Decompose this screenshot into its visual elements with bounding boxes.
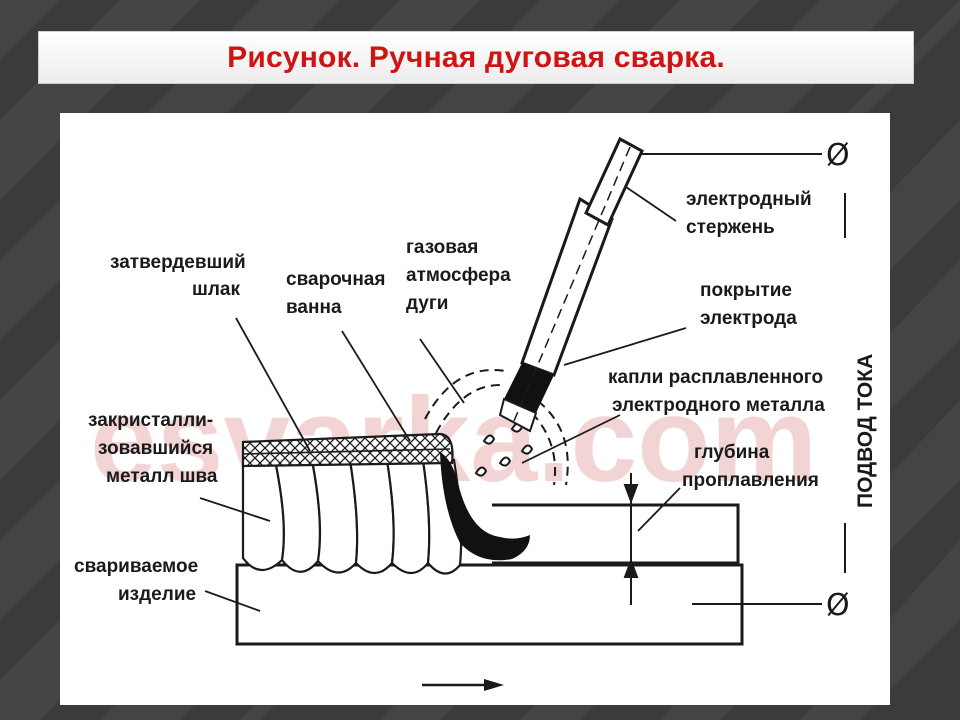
label-workpiece: свариваемое изделие (74, 556, 198, 605)
svg-text:покрытие: покрытие (700, 280, 792, 301)
welding-diagram: esvarka.com (74, 136, 877, 691)
svg-text:затвердевший: затвердевший (110, 252, 246, 273)
page-title: Рисунок. Ручная дуговая сварка. (227, 40, 725, 74)
svg-text:атмосфера: атмосфера (406, 265, 511, 286)
label-electrode-rod: электродный стержень (686, 189, 812, 238)
penetration-depth-arrow (623, 473, 639, 605)
label-penetration-depth: глубина проплавления (682, 442, 819, 491)
svg-text:электродного металла: электродного металла (612, 395, 825, 416)
terminal-top-symbol: Ø (826, 138, 850, 173)
label-molten-drops: капли расплавленного электродного металл… (608, 367, 825, 416)
svg-text:газовая: газовая (406, 237, 478, 258)
svg-text:ванна: ванна (286, 297, 342, 318)
svg-text:закристалли-: закристалли- (88, 410, 213, 431)
leader-lines (199, 186, 687, 612)
svg-text:проплавления: проплавления (682, 470, 819, 491)
svg-text:дуги: дуги (406, 293, 448, 314)
svg-text:зовавшийся: зовавшийся (98, 438, 213, 459)
terminal-bottom-symbol: Ø (826, 588, 850, 623)
svg-text:сварочная: сварочная (286, 269, 385, 290)
svg-text:шлак: шлак (192, 279, 240, 300)
svg-text:изделие: изделие (118, 584, 196, 605)
svg-text:металл шва: металл шва (106, 466, 218, 487)
label-gas-atmosphere: газовая атмосфера дуги (406, 237, 511, 314)
current-supply-label: ПОДВОД ТОКА (854, 354, 877, 508)
title-bar: Рисунок. Ручная дуговая сварка. (38, 31, 914, 84)
weld-seam (241, 458, 463, 575)
electrode-rod (513, 136, 644, 422)
svg-text:капли расплавленного: капли расплавленного (608, 367, 823, 388)
svg-text:электрода: электрода (700, 308, 797, 329)
figure-panel: esvarka.com (60, 113, 890, 705)
label-electrode-coating: покрытие электрода (700, 280, 797, 329)
label-slag: затвердевший шлак (110, 252, 246, 300)
solidified-slag (241, 432, 454, 468)
svg-text:глубина: глубина (694, 442, 770, 463)
current-supply-line (642, 153, 846, 605)
weld-pool (440, 452, 530, 561)
workpiece (235, 563, 744, 646)
svg-text:стержень: стержень (686, 217, 775, 238)
gas-atmosphere (424, 369, 569, 486)
svg-text:электродный: электродный (686, 189, 812, 210)
base-metal-plate (492, 503, 740, 565)
label-weld-seam: закристалли- зовавшийся металл шва (88, 410, 218, 487)
label-weld-pool: сварочная ванна (286, 269, 385, 318)
svg-text:свариваемое: свариваемое (74, 556, 198, 577)
travel-direction-arrow (422, 679, 504, 691)
